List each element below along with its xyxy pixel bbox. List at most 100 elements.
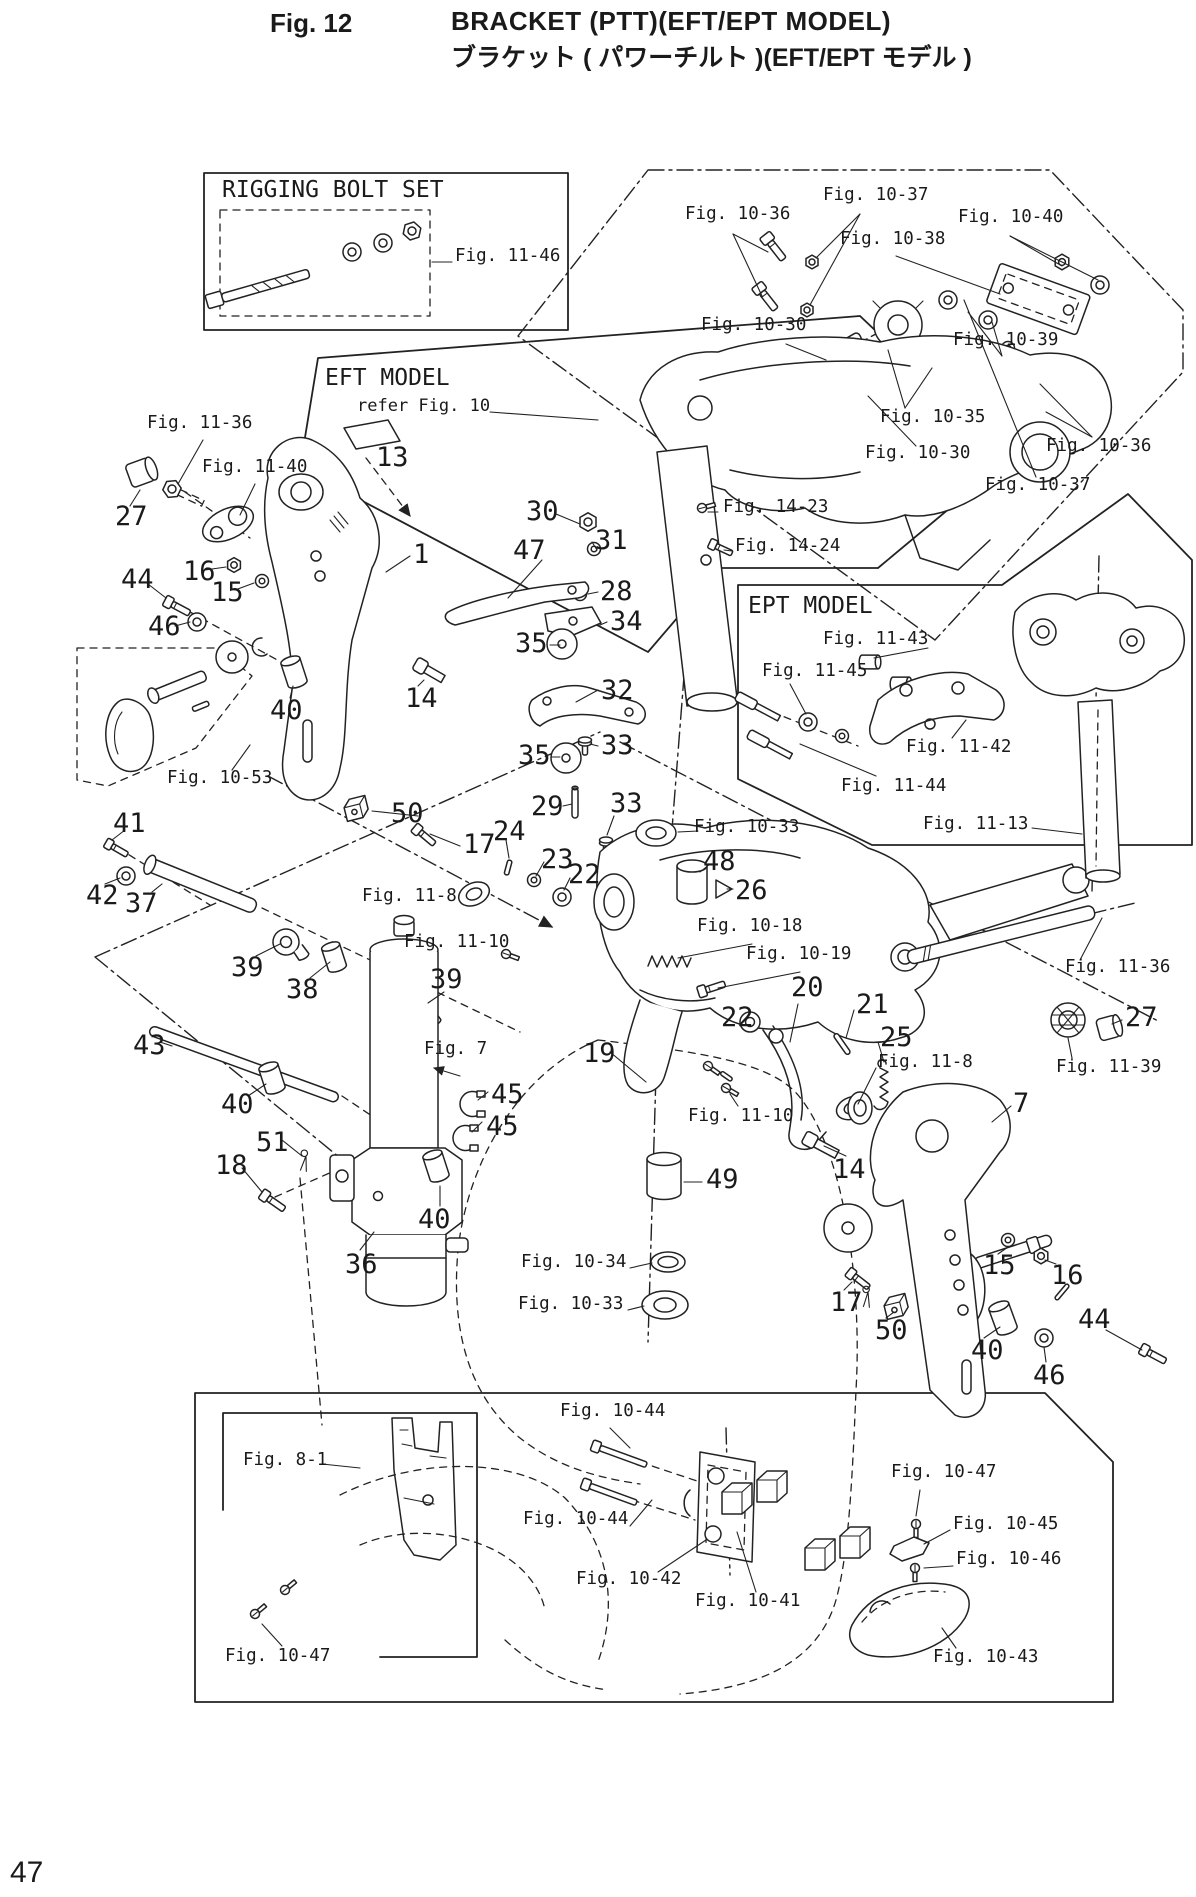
- fig-11-44-ref: Fig. 11-44: [841, 776, 947, 796]
- part-41-label: 41: [113, 808, 146, 839]
- eft-model-title: EFT MODEL: [325, 365, 450, 391]
- part-33-label-b: 33: [610, 788, 643, 819]
- fig-11-43-ref: Fig. 11-43: [823, 629, 929, 649]
- part-32-label: 32: [601, 675, 634, 706]
- part-35-label-b: 35: [518, 740, 551, 771]
- part-44-label-b: 44: [1078, 1304, 1111, 1335]
- page-title-jp: ブラケット ( パワーチルト )(EFT/EPT モデル ): [451, 44, 972, 72]
- page-title-en: BRACKET (PTT)(EFT/EPT MODEL): [451, 6, 892, 36]
- fig-10-19-ref: Fig. 10-19: [746, 944, 852, 964]
- part-50-label-b: 50: [875, 1315, 908, 1346]
- fig-14-23-ref: Fig. 14-23: [723, 497, 829, 517]
- fig-10-18-ref: Fig. 10-18: [697, 916, 803, 936]
- fig-10-38-ref: Fig. 10-38: [840, 229, 946, 249]
- rigging-bolt-set-title: RIGGING BOLT SET: [222, 177, 444, 203]
- part-27-label-b: 27: [1125, 1002, 1158, 1033]
- part-13-label: 13: [376, 442, 409, 473]
- part-33-label-a: 33: [601, 730, 634, 761]
- fig-10-40-ref: Fig. 10-40: [958, 207, 1064, 227]
- part-50-label-a: 50: [391, 798, 424, 829]
- fig-11-39-ref: Fig. 11-39: [1056, 1057, 1162, 1077]
- fig-10-44-ref-a: Fig. 10-44: [560, 1401, 666, 1421]
- part-22-label-a: 22: [568, 859, 601, 890]
- part-51-label: 51: [256, 1127, 289, 1158]
- part-38-label: 38: [286, 974, 319, 1005]
- fig-10-33-ref-a: Fig. 10-33: [694, 817, 800, 837]
- part-14-label-b: 14: [833, 1154, 866, 1185]
- part-30-label: 30: [526, 496, 559, 527]
- part-25-label: 25: [880, 1022, 913, 1053]
- fig-10-43-ref: Fig. 10-43: [933, 1647, 1039, 1667]
- fig-10-47-ref-b: Fig. 10-47: [891, 1462, 997, 1482]
- part-47-label: 47: [513, 535, 546, 566]
- part-45-label-a: 45: [491, 1079, 524, 1110]
- fig-11-40-ref: Fig. 11-40: [202, 457, 308, 477]
- fig-11-8-ref-b: Fig. 11-8: [878, 1052, 973, 1072]
- fig-11-42-ref: Fig. 11-42: [906, 737, 1012, 757]
- fig-11-13-ref: Fig. 11-13: [923, 814, 1029, 834]
- fig-10-46-ref: Fig. 10-46: [956, 1549, 1062, 1569]
- fig-14-24-ref: Fig. 14-24: [735, 536, 841, 556]
- eft-refer-note: refer Fig. 10: [357, 396, 491, 416]
- part-17-label-a: 17: [463, 829, 496, 860]
- part-46-label-b: 46: [1033, 1360, 1066, 1391]
- part-29-label: 29: [531, 791, 564, 822]
- part-40-label-b: 40: [221, 1089, 254, 1120]
- part-37-label: 37: [125, 888, 158, 919]
- part-45-label-b: 45: [486, 1111, 519, 1142]
- fig-11-46-ref: Fig. 11-46: [455, 246, 561, 266]
- fig-10-33-ref-b: Fig. 10-33: [518, 1294, 624, 1314]
- fig-11-10-ref-c: Fig. 11-10: [688, 1106, 794, 1126]
- part-35-label-a: 35: [515, 628, 548, 659]
- part-28-label: 28: [600, 576, 633, 607]
- fig-10-37-ref-b: Fig. 10-37: [985, 475, 1091, 495]
- part-19-label: 19: [583, 1038, 616, 1069]
- fig-10-37-ref-a: Fig. 10-37: [823, 185, 929, 205]
- part-17-label-b: 17: [830, 1287, 863, 1318]
- page-number: 47: [10, 1856, 44, 1889]
- part-16-label-b: 16: [1051, 1260, 1084, 1291]
- part-23-label: 23: [541, 844, 574, 875]
- fig-10-41-ref: Fig. 10-41: [695, 1591, 801, 1611]
- fig-11-45-ref: Fig. 11-45: [762, 661, 868, 681]
- figure-number: Fig. 12: [270, 8, 353, 38]
- fig-10-42-ref: Fig. 10-42: [576, 1569, 682, 1589]
- fig-10-35-ref: Fig. 10-35: [880, 407, 986, 427]
- part-42-label: 42: [86, 880, 119, 911]
- part-34-label: 34: [610, 606, 643, 637]
- part-16-label-a: 16: [183, 556, 216, 587]
- part-36-label: 36: [345, 1249, 378, 1280]
- part-15-label-b: 15: [983, 1250, 1016, 1281]
- part-40-label-a: 40: [270, 695, 303, 726]
- part-46-label-a: 46: [148, 611, 181, 642]
- fig-7-ref: Fig. 7: [424, 1039, 488, 1059]
- fig-10-30-ref-b: Fig. 10-30: [865, 443, 971, 463]
- part-40-label-d: 40: [971, 1335, 1004, 1366]
- fig-10-44-ref-b: Fig. 10-44: [523, 1509, 629, 1529]
- part-49-label: 49: [706, 1164, 739, 1195]
- fig-10-45-ref: Fig. 10-45: [953, 1514, 1059, 1534]
- part-21-label: 21: [856, 989, 889, 1020]
- fig-8-1-ref: Fig. 8-1: [243, 1450, 328, 1470]
- fig-11-10-ref-a: Fig. 11-10: [404, 932, 510, 952]
- part-43-label: 43: [133, 1030, 166, 1061]
- fig-10-36-ref-a: Fig. 10-36: [685, 204, 791, 224]
- part-14-label-a: 14: [405, 683, 438, 714]
- fig-11-36-ref-a: Fig. 11-36: [147, 413, 253, 433]
- part-39-label-b: 39: [430, 964, 463, 995]
- part-27-label-a: 27: [115, 501, 148, 532]
- part-18-label: 18: [215, 1150, 248, 1181]
- fig-11-36-ref-b: Fig. 11-36: [1065, 957, 1171, 977]
- fig-10-53-ref: Fig. 10-53: [167, 768, 273, 788]
- part-1-label: 1: [413, 539, 430, 570]
- part-44-label-a: 44: [121, 564, 154, 595]
- ept-model-title: EPT MODEL: [748, 593, 873, 619]
- part-24-label: 24: [493, 816, 526, 847]
- part-48-label: 48: [703, 846, 736, 877]
- fig-10-39-ref: Fig. 10-39: [953, 330, 1059, 350]
- fig-11-8-ref-a: Fig. 11-8: [362, 886, 457, 906]
- fig-10-47-ref-a: Fig. 10-47: [225, 1646, 331, 1666]
- part-40-label-c: 40: [418, 1204, 451, 1235]
